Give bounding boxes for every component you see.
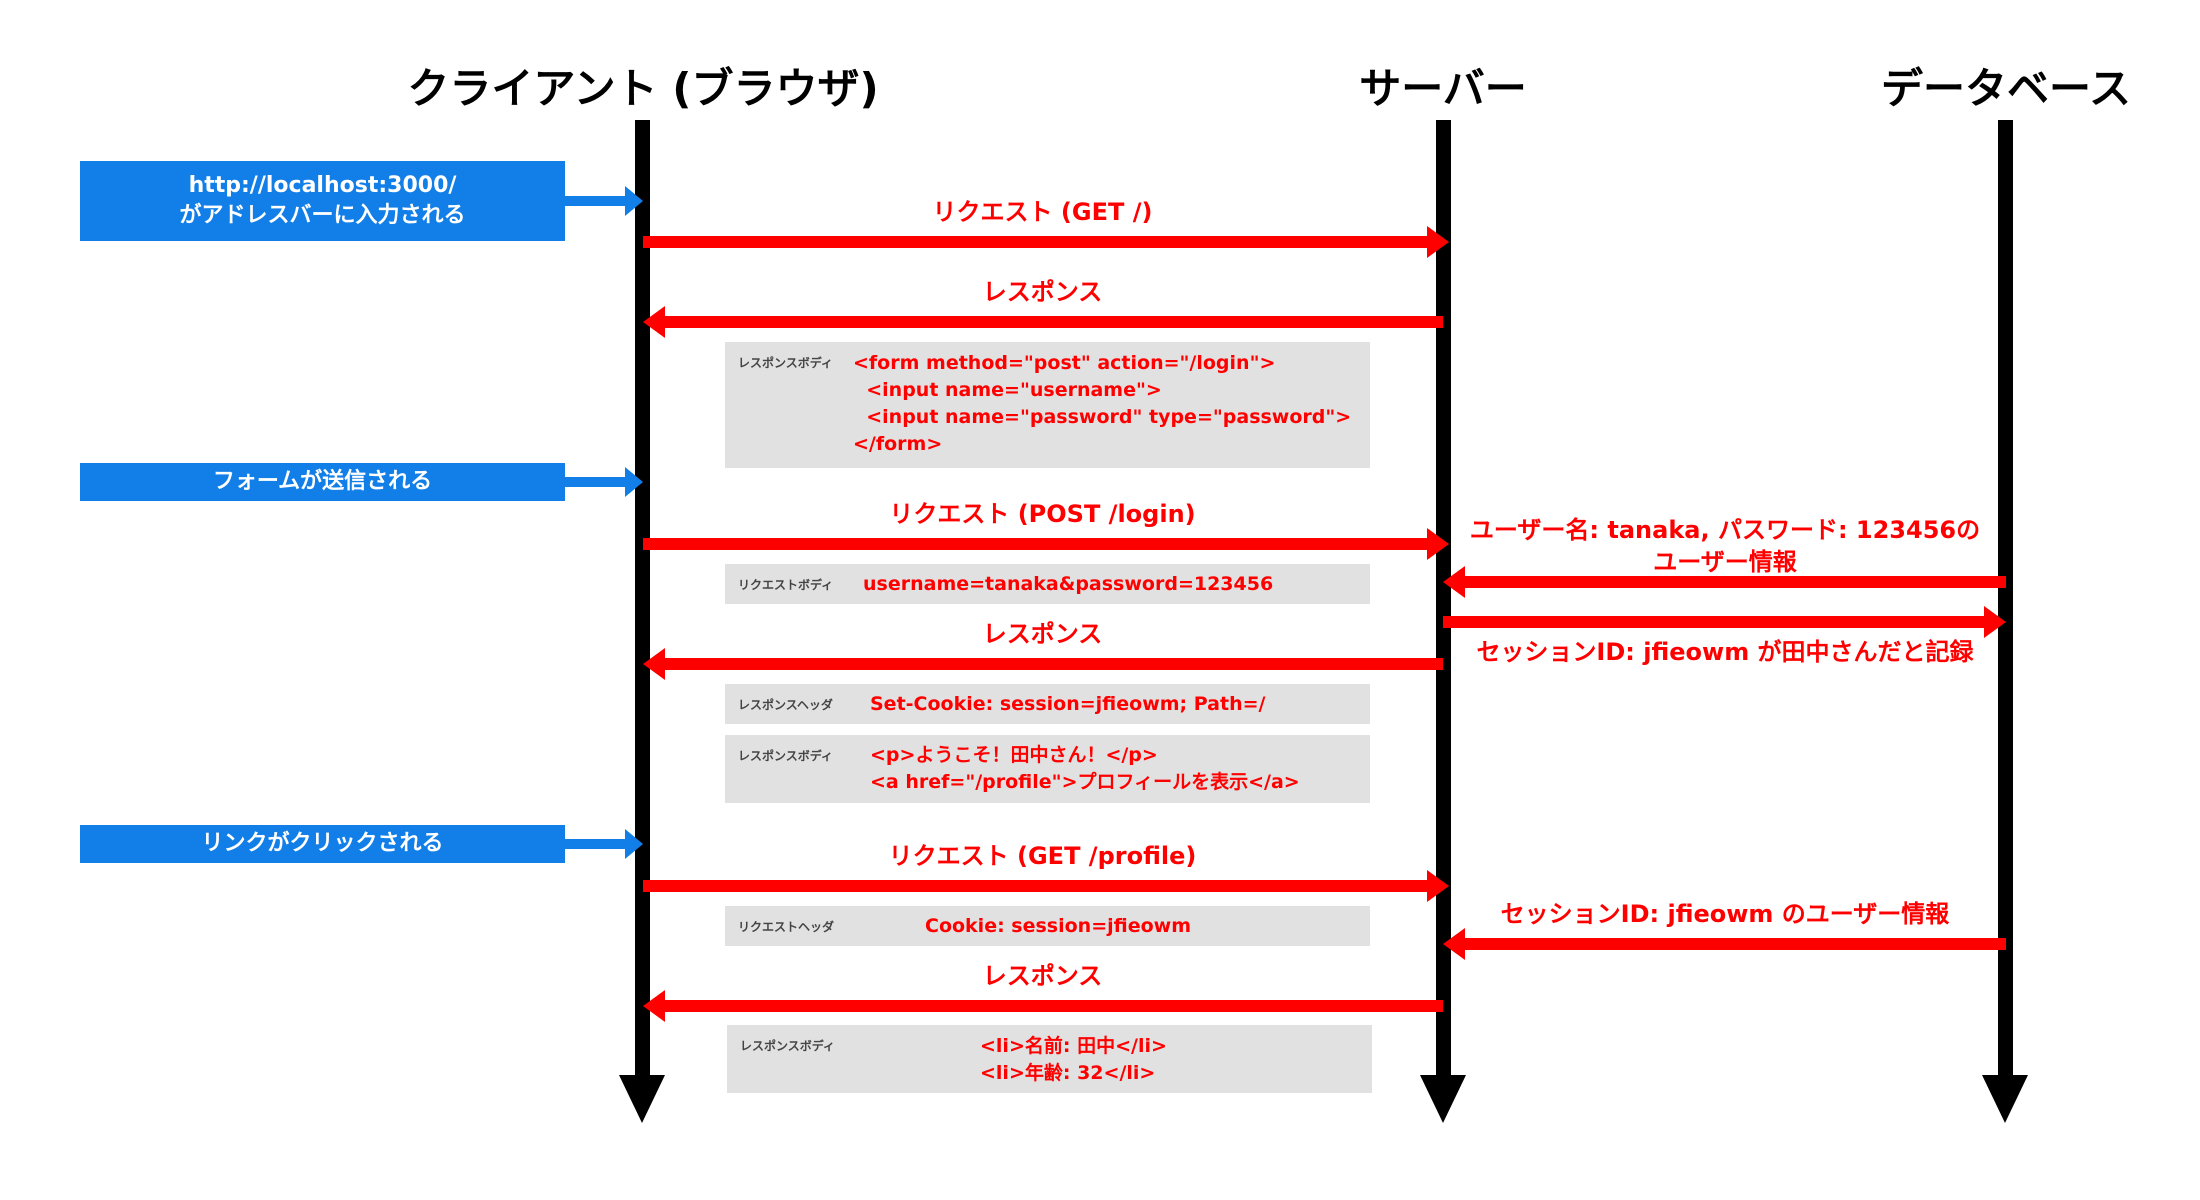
- message-label-get-root: リクエスト (GET /): [932, 198, 1153, 226]
- message-arrow-post-login: [643, 528, 1449, 560]
- message-arrow-db-session-lookup: [1443, 928, 2006, 960]
- payload-body: Cookie: session=jfieowm: [925, 915, 1192, 937]
- payload-body: username=tanaka&password=123456: [863, 573, 1274, 595]
- server-lifeline: [1436, 120, 1451, 1085]
- message-arrow-response-2: [643, 648, 1443, 680]
- message-arrow-db-user-lookup: [1443, 566, 2006, 598]
- trigger-arrow-form-submit: [565, 467, 643, 497]
- message-label-db-session-lookup: セッションID: jfieowm のユーザー情報: [1500, 900, 1950, 928]
- trigger-form-submit: フォームが送信される: [80, 463, 565, 501]
- payload-body: <p>ようこそ！田中さん！</p> <a href="/profile">プロフ…: [870, 744, 1300, 793]
- payload-response-body-profile: レスポンスボディ <li>名前: 田中</li> <li>年齢: 32</li>: [727, 1025, 1372, 1093]
- payload-tag: レスポンスボディ: [738, 749, 833, 763]
- payload-tag: リクエストヘッダ: [738, 920, 835, 934]
- payload-tag: レスポンスボディ: [738, 356, 833, 370]
- payload-body: Set-Cookie: session=jfieowm; Path=/: [870, 693, 1266, 715]
- message-label-response-3: レスポンス: [982, 962, 1103, 990]
- actor-server: サーバー: [1359, 64, 1527, 113]
- client-lifeline-arrowhead: [619, 1075, 665, 1123]
- message-arrow-record-session: [1443, 606, 2006, 638]
- message-label-response-1: レスポンス: [982, 278, 1103, 306]
- payload-tag: リクエストボディ: [738, 578, 834, 592]
- database-lifeline-arrowhead: [1982, 1075, 2028, 1123]
- message-arrow-get-root: [643, 226, 1449, 258]
- payload-tag: レスポンスヘッダ: [738, 698, 833, 712]
- trigger-arrow-link-click: [565, 829, 643, 859]
- payload-body: <li>名前: 田中</li> <li>年齢: 32</li>: [980, 1035, 1167, 1084]
- trigger-arrow-address-bar: [565, 186, 643, 216]
- actor-client: クライアント (ブラウザ): [407, 64, 879, 113]
- message-label-get-profile: リクエスト (GET /profile): [888, 842, 1197, 870]
- payload-body: <form method="post" action="/login"> <in…: [853, 352, 1352, 455]
- message-arrow-response-3: [643, 990, 1443, 1022]
- payload-response-body-form: レスポンスボディ <form method="post" action="/lo…: [725, 342, 1370, 468]
- database-lifeline: [1998, 120, 2013, 1085]
- client-lifeline: [635, 120, 650, 1085]
- payload-request-header-cookie: リクエストヘッダ Cookie: session=jfieowm: [725, 906, 1370, 946]
- trigger-address-bar: http://localhost:3000/ がアドレスバーに入力される: [80, 161, 565, 241]
- trigger-link-click: リンクがクリックされる: [80, 825, 565, 863]
- server-lifeline-arrowhead: [1420, 1075, 1466, 1123]
- message-label-db-user-lookup: ユーザー名: tanaka, パスワード: 123456の ユーザー情報: [1469, 516, 1981, 576]
- message-label-record-session: セッションID: jfieowm が田中さんだと記録: [1476, 638, 1974, 666]
- message-arrow-get-profile: [643, 870, 1449, 902]
- payload-response-body-welcome: レスポンスボディ <p>ようこそ！田中さん！</p> <a href="/pro…: [725, 735, 1370, 803]
- payload-request-body-login: リクエストボディ username=tanaka&password=123456: [725, 564, 1370, 604]
- message-label-response-2: レスポンス: [982, 620, 1103, 648]
- message-label-post-login: リクエスト (POST /login): [889, 500, 1196, 528]
- message-arrow-response-1: [643, 306, 1443, 338]
- payload-response-header-set-cookie: レスポンスヘッダ Set-Cookie: session=jfieowm; Pa…: [725, 684, 1370, 724]
- payload-tag: レスポンスボディ: [740, 1039, 835, 1053]
- actor-database: データベース: [1881, 64, 2131, 113]
